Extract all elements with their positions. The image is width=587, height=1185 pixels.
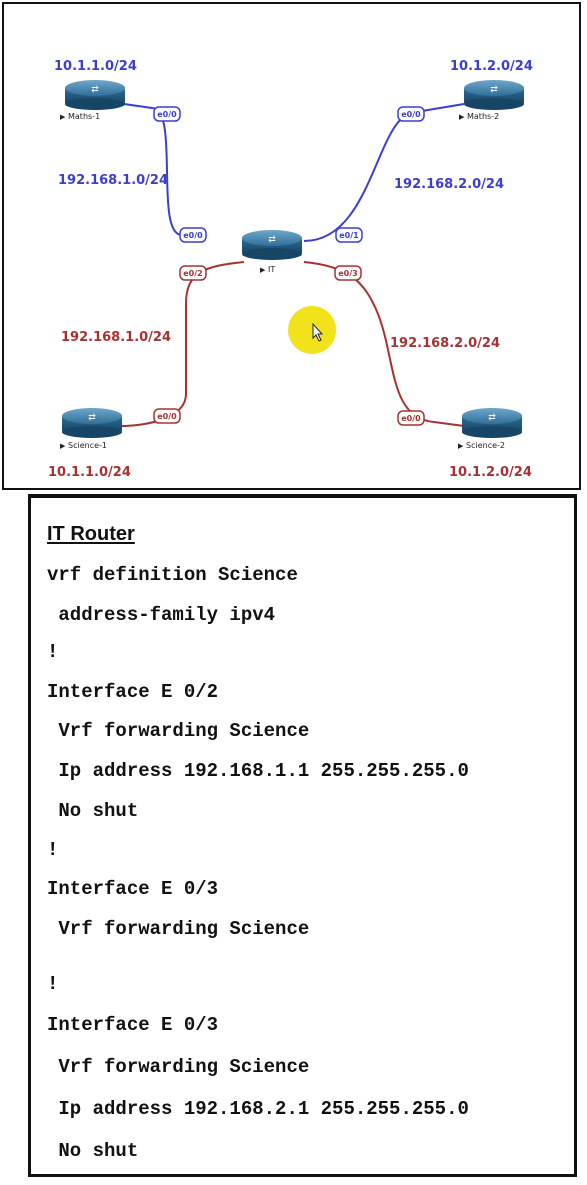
- config-line: !: [47, 839, 59, 861]
- play-icon: ▶: [60, 442, 66, 450]
- svg-text:e0/0: e0/0: [401, 110, 421, 119]
- config-line: Vrf forwarding Science: [47, 918, 310, 940]
- router-label-science2: Science-2: [466, 441, 505, 450]
- port-it-e0-1[interactable]: e0/1: [335, 227, 363, 243]
- play-icon: ▶: [458, 442, 464, 450]
- router-icon: ⇄: [91, 84, 99, 94]
- router-science1[interactable]: ⇄: [62, 408, 122, 438]
- router-icon: ⇄: [268, 234, 276, 244]
- network-it-science1: 192.168.1.0/24: [61, 330, 171, 345]
- config-line: !: [47, 973, 59, 995]
- subnet-maths2: 10.1.2.0/24: [450, 59, 533, 74]
- config-line: vrf definition Science: [47, 564, 298, 586]
- config-line: Interface E 0/3: [47, 1014, 219, 1036]
- port-science1-e0-0[interactable]: e0/0: [153, 408, 181, 424]
- router-icon: ⇄: [488, 412, 496, 422]
- svg-text:e0/0: e0/0: [157, 110, 177, 119]
- link-it-maths1: [123, 103, 183, 236]
- port-maths1-e0-0[interactable]: e0/0: [153, 106, 181, 122]
- config-line: Ip address 192.168.1.1 255.255.255.0: [47, 760, 469, 782]
- port-it-e0-0[interactable]: e0/0: [179, 227, 207, 243]
- cursor-icon: [312, 322, 324, 342]
- svg-text:e0/0: e0/0: [401, 414, 421, 423]
- config-line: Vrf forwarding Science: [47, 720, 310, 742]
- port-maths2-e0-0[interactable]: e0/0: [397, 106, 425, 122]
- config-line: Ip address 192.168.2.1 255.255.255.0: [47, 1098, 469, 1120]
- svg-text:e0/1: e0/1: [339, 231, 359, 240]
- play-icon: ▶: [260, 266, 266, 274]
- router-it[interactable]: ⇄: [242, 230, 302, 260]
- play-icon: ▶: [60, 113, 66, 121]
- config-panel: IT Router vrf definition Science address…: [28, 494, 577, 1177]
- svg-text:e0/0: e0/0: [183, 231, 203, 240]
- network-it-maths2: 192.168.2.0/24: [394, 177, 504, 192]
- subnet-maths1: 10.1.1.0/24: [54, 59, 137, 74]
- config-line: address-family ipv4: [47, 604, 276, 626]
- play-icon: ▶: [459, 113, 465, 121]
- port-it-e0-3[interactable]: e0/3: [334, 265, 362, 281]
- config-line: Interface E 0/2: [47, 681, 219, 703]
- link-it-science1: [121, 261, 245, 427]
- config-line: No shut: [47, 800, 139, 822]
- svg-text:e0/2: e0/2: [183, 269, 202, 278]
- config-line: Interface E 0/3: [47, 878, 219, 900]
- link-it-maths2: [303, 103, 465, 242]
- subnet-science2: 10.1.2.0/24: [449, 465, 532, 480]
- router-maths1[interactable]: ⇄: [65, 80, 125, 110]
- subnet-science1: 10.1.1.0/24: [48, 465, 131, 480]
- router-icon: ⇄: [88, 412, 96, 422]
- config-title: IT Router: [47, 523, 135, 545]
- router-science2[interactable]: ⇄: [462, 408, 522, 438]
- topology-panel: ⇄ ⇄ ⇄ ⇄ ⇄ Maths-1 Maths-2 IT: [2, 2, 581, 490]
- router-label-maths2: Maths-2: [467, 112, 499, 121]
- port-science2-e0-0[interactable]: e0/0: [397, 410, 425, 426]
- router-label-science1: Science-1: [68, 441, 107, 450]
- svg-text:e0/0: e0/0: [157, 412, 177, 421]
- svg-text:e0/3: e0/3: [338, 269, 357, 278]
- port-it-e0-2[interactable]: e0/2: [179, 265, 207, 281]
- network-it-science2: 192.168.2.0/24: [390, 336, 500, 351]
- network-it-maths1: 192.168.1.0/24: [58, 173, 168, 188]
- router-maths2[interactable]: ⇄: [464, 80, 524, 110]
- cursor-highlight: [288, 306, 336, 354]
- topology-diagram: ⇄ ⇄ ⇄ ⇄ ⇄ Maths-1 Maths-2 IT: [48, 59, 533, 480]
- config-line: !: [47, 641, 59, 663]
- router-label-maths1: Maths-1: [68, 112, 100, 121]
- config-line: No shut: [47, 1140, 139, 1162]
- router-icon: ⇄: [490, 84, 498, 94]
- config-line: Vrf forwarding Science: [47, 1056, 310, 1078]
- router-label-it: IT: [268, 265, 275, 274]
